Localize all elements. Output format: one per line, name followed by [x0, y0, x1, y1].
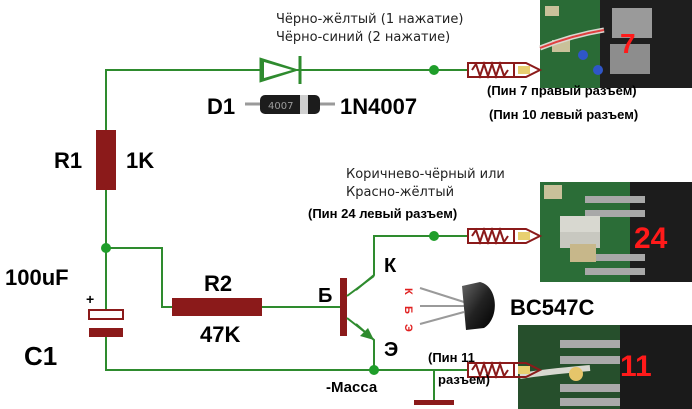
- svg-text:Б: Б: [402, 306, 414, 314]
- photo-pin-7: 7: [539, 0, 692, 88]
- top-note-line1: Чёрно-жёлтый (1 нажатие): [276, 12, 463, 27]
- r1-value-label: 1K: [126, 148, 154, 173]
- collector-label: К: [384, 255, 397, 277]
- c1-value-label: 100uF: [5, 265, 69, 290]
- r2-value-label: 47K: [200, 322, 240, 347]
- r1-resistor: [96, 130, 116, 190]
- connector-pin24: [467, 226, 543, 246]
- pin11-note-line1: (Пин 11: [428, 350, 475, 365]
- emitter-label: Э: [384, 339, 398, 361]
- base-label: Б: [318, 285, 332, 307]
- mid-note-line1: Коричнево-чёрный или: [346, 167, 505, 182]
- top-note-line2: Чёрно-синий (2 нажатие): [276, 30, 450, 45]
- diode-symbol: [259, 56, 302, 84]
- d1-part-label: 1N4007: [340, 94, 417, 119]
- pin11-note-line2: разъем): [438, 372, 490, 387]
- junction-dot: [429, 231, 439, 241]
- junction-dot: [101, 243, 111, 253]
- r2-ref-label: R2: [204, 271, 232, 296]
- mid-note-line2: Красно-жёлтый: [346, 185, 454, 200]
- ground-label: -Масса: [326, 379, 378, 396]
- pin-number-24: 24: [634, 222, 668, 255]
- photo-pin-11: 11: [518, 325, 692, 409]
- transistor-part-label: BC547C: [510, 295, 594, 320]
- transistor-symbol: [340, 275, 375, 340]
- d1-ref-label: D1: [207, 94, 235, 119]
- c1-plus-sign: +: [86, 291, 94, 307]
- photo-pin-24: 24: [540, 182, 692, 282]
- svg-text:Э: Э: [402, 324, 414, 332]
- diode-photo: 4007: [245, 95, 335, 114]
- connector-pin7: [467, 60, 543, 80]
- r1-ref-label: R1: [54, 148, 82, 173]
- ground-symbol: [414, 400, 454, 405]
- wires: [105, 69, 470, 400]
- c1-capacitor: [88, 309, 124, 337]
- transistor-photo: [419, 282, 495, 330]
- r2-resistor: [172, 298, 262, 316]
- junction-dot: [369, 365, 379, 375]
- junction-dot: [429, 65, 439, 75]
- pin-number-7: 7: [620, 28, 636, 59]
- c1-ref-label: C1: [24, 341, 57, 371]
- diode-body-text: 4007: [268, 101, 293, 112]
- svg-text:К: К: [402, 288, 414, 295]
- pin7-note-line2: (Пин 10 левый разъем): [489, 107, 638, 122]
- connector-pin11: [467, 360, 543, 380]
- pin24-note: (Пин 24 левый разъем): [308, 206, 457, 221]
- pinout-letters: К Б Э: [402, 288, 414, 332]
- pin7-note-line1: (Пин 7 правый разъем): [487, 83, 637, 98]
- pin-number-11: 11: [620, 350, 652, 383]
